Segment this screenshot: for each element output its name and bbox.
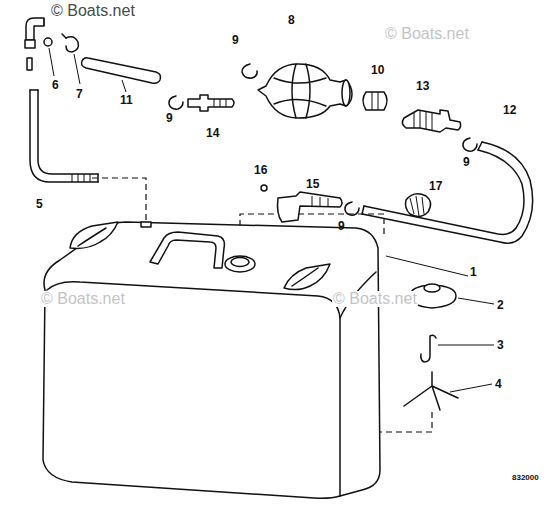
watermark: © Boats.net xyxy=(332,291,418,307)
callout-number: 9 xyxy=(166,112,173,124)
callout-number: 9 xyxy=(338,220,345,232)
callout-number: 12 xyxy=(503,104,516,116)
callout-number: 15 xyxy=(306,178,319,190)
callout-number: 14 xyxy=(206,127,219,139)
callout-number: 11 xyxy=(120,94,133,106)
callout-number: 7 xyxy=(76,88,83,100)
callout-number: 9 xyxy=(463,156,470,168)
callout-number: 13 xyxy=(416,80,429,92)
callout-number: 3 xyxy=(497,339,504,351)
callout-number: 16 xyxy=(254,164,267,176)
callout-number: 4 xyxy=(495,378,502,390)
callout-number: 1 xyxy=(470,266,477,278)
callout-number: 2 xyxy=(497,299,504,311)
callout-number: 17 xyxy=(429,180,442,192)
watermark: © Boats.net xyxy=(40,291,126,307)
callout-number: 6 xyxy=(52,79,59,91)
callout-number: 8 xyxy=(288,14,295,26)
watermark: © Boats.net xyxy=(50,3,136,19)
callout-number: 10 xyxy=(371,64,384,76)
drawing-number: 832000 xyxy=(512,474,539,482)
watermark: © Boats.net xyxy=(384,26,470,42)
callout-number: 5 xyxy=(36,198,43,210)
callout-number: 9 xyxy=(232,34,239,46)
